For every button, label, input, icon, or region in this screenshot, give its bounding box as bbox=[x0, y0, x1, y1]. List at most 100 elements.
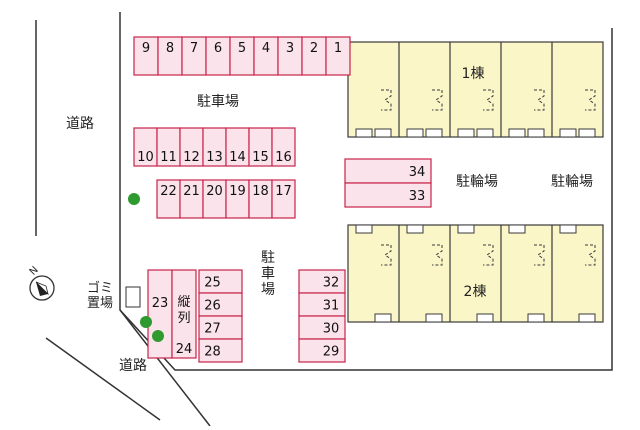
parking-space: 32 bbox=[298, 269, 346, 294]
stair-mark bbox=[432, 244, 443, 266]
parking-space-box bbox=[157, 36, 183, 76]
entrance-notch bbox=[559, 128, 577, 138]
stair-mark bbox=[585, 244, 596, 266]
tandem-space-right bbox=[171, 269, 197, 359]
road-line-bottom-2 bbox=[119, 309, 211, 427]
parking-space-number: 5 bbox=[238, 41, 246, 56]
stair-mark bbox=[585, 89, 596, 111]
tandem-space-left bbox=[147, 269, 173, 359]
entrance-notch bbox=[578, 313, 596, 323]
tandem-label-1: 縦 bbox=[177, 295, 190, 310]
entrance-notch bbox=[406, 224, 424, 234]
stair-mark bbox=[534, 244, 545, 266]
building-1 bbox=[347, 41, 604, 138]
parking-space-number: 6 bbox=[214, 41, 222, 56]
parking-space: 28 bbox=[198, 338, 243, 363]
parking-space: 13 bbox=[202, 127, 227, 167]
entrance-notch bbox=[527, 313, 545, 323]
parking-space: 7 bbox=[181, 36, 207, 76]
property-boundary bbox=[119, 12, 613, 371]
parking-space: 15 bbox=[248, 127, 273, 167]
building-2-label: 2棟 bbox=[464, 284, 487, 300]
parking-space-box bbox=[301, 36, 327, 76]
parking-space: 11 bbox=[156, 127, 181, 167]
parking-space-box bbox=[229, 36, 255, 76]
building-2 bbox=[347, 224, 604, 323]
parking-space: 1 bbox=[325, 36, 351, 76]
stair-mark bbox=[483, 244, 494, 266]
parking-space-number: 15 bbox=[252, 150, 269, 165]
parking-space-box bbox=[271, 179, 296, 219]
building-1-outline bbox=[347, 41, 604, 138]
parking-space-number: 30 bbox=[323, 322, 340, 337]
road-line-bottom-1 bbox=[45, 337, 161, 421]
stair-mark bbox=[381, 89, 392, 111]
parking-space-number: 8 bbox=[166, 41, 174, 56]
parking-space-number: 16 bbox=[275, 150, 292, 165]
garbage-box bbox=[125, 286, 141, 308]
parking-space: 27 bbox=[198, 315, 243, 340]
parking-label-center-1: 駐 bbox=[261, 250, 275, 266]
parking-space: 2 bbox=[301, 36, 327, 76]
parking-space-number: 33 bbox=[409, 189, 426, 204]
parking-space-number: 23 bbox=[152, 296, 169, 311]
entrance-notch bbox=[508, 224, 526, 234]
parking-space-number: 28 bbox=[204, 345, 221, 360]
tree-icon bbox=[140, 316, 152, 328]
entrance-notch bbox=[425, 128, 443, 138]
entrance-notch bbox=[457, 224, 475, 234]
trees bbox=[128, 193, 164, 342]
parking-space-number: 24 bbox=[176, 342, 193, 357]
garbage-label-1: ゴミ bbox=[87, 280, 113, 296]
parking-space-number: 22 bbox=[160, 184, 177, 199]
parking-space-box bbox=[344, 182, 432, 208]
tree-icon bbox=[152, 330, 164, 342]
entrance-notch bbox=[476, 313, 494, 323]
parking-space-number: 2 bbox=[310, 41, 318, 56]
parking-space: 30 bbox=[298, 315, 346, 340]
parking-space-number: 31 bbox=[323, 299, 340, 314]
parking-space-box bbox=[344, 158, 432, 184]
parking-space: 33 bbox=[344, 182, 432, 208]
entrance-notch bbox=[425, 313, 443, 323]
parking-space: 16 bbox=[271, 127, 296, 167]
parking-space-number: 17 bbox=[275, 184, 292, 199]
bicycle-parking-label-right: 駐輪場 bbox=[551, 173, 593, 190]
parking-space-number: 20 bbox=[206, 184, 223, 199]
bicycle-parking-label-left: 駐輪場 bbox=[456, 173, 498, 190]
parking-space-number: 12 bbox=[183, 150, 200, 165]
parking-space: 14 bbox=[225, 127, 250, 167]
parking-space: 10 bbox=[133, 127, 158, 167]
entrance-notch bbox=[559, 224, 577, 234]
building-2-outline bbox=[347, 224, 604, 323]
parking-space: 4 bbox=[253, 36, 279, 76]
parking-space-box bbox=[198, 338, 243, 363]
parking-space-number: 4 bbox=[262, 41, 270, 56]
parking-space: 34 bbox=[344, 158, 432, 184]
tandem-label-2: 列 bbox=[177, 311, 190, 326]
parking-space: 9 bbox=[133, 36, 159, 76]
parking-space: 21 bbox=[179, 179, 204, 219]
parking-space-number: 18 bbox=[252, 184, 269, 199]
parking-space: 17 bbox=[271, 179, 296, 219]
parking-label-center-3: 場 bbox=[261, 282, 275, 298]
parking-label-center-2: 車 bbox=[261, 265, 275, 282]
entrance-notch bbox=[374, 313, 392, 323]
entrance-notch bbox=[406, 128, 424, 138]
parking-space-number: 9 bbox=[142, 41, 150, 56]
parking-space-number: 29 bbox=[323, 345, 340, 360]
parking-space: 12 bbox=[179, 127, 204, 167]
road-label-left: 道路 bbox=[66, 116, 94, 132]
parking-space: 6 bbox=[205, 36, 231, 76]
parking-space-number: 10 bbox=[137, 150, 154, 165]
parking-space-box bbox=[277, 36, 303, 76]
parking-space: 26 bbox=[198, 292, 243, 317]
stair-mark bbox=[432, 89, 443, 111]
buildings bbox=[347, 41, 604, 323]
parking-space-number: 14 bbox=[229, 150, 246, 165]
parking-label-top: 駐車場 bbox=[197, 93, 239, 110]
parking-space: 22 bbox=[156, 179, 181, 219]
entrance-notch bbox=[508, 128, 526, 138]
